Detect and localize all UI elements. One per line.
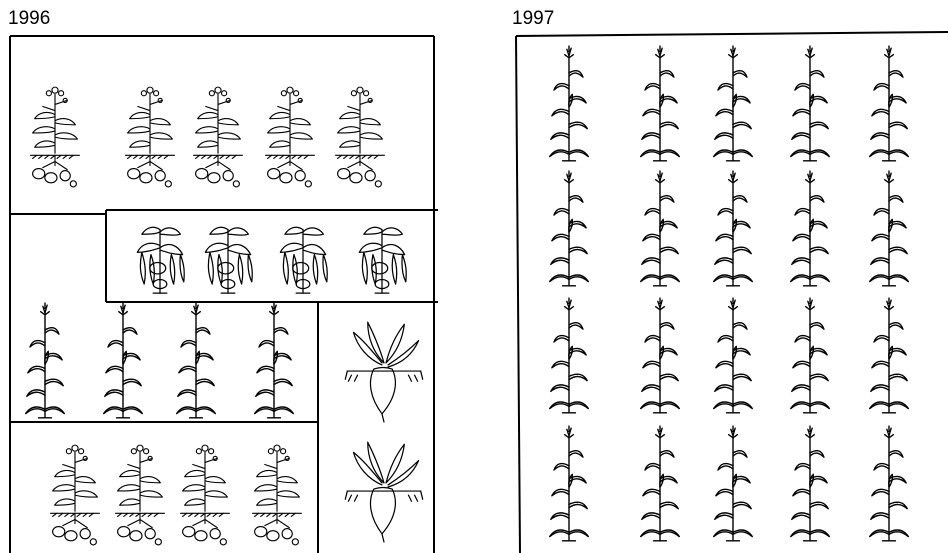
maize-plant-icon	[255, 303, 294, 418]
maize-plant-icon	[641, 46, 680, 161]
maize-plant-icon	[177, 303, 216, 418]
maize-plant-icon	[870, 426, 909, 541]
maize-plant-icon	[714, 298, 753, 413]
potato-plant-icon	[31, 87, 80, 187]
potato-plant-icon	[126, 87, 175, 187]
bean-plant-icon	[137, 227, 184, 293]
maize-plant-icon	[26, 303, 65, 418]
potato-plant-icon	[266, 87, 315, 187]
maize-plant-icon	[550, 426, 589, 541]
bean-plant-icon	[359, 227, 406, 293]
maize-plant-icon	[714, 426, 753, 541]
maize-plant-icon	[714, 171, 753, 286]
potato-plant-icon	[51, 445, 100, 545]
maize-plant-icon	[791, 171, 830, 286]
beet-plant-icon	[345, 322, 422, 422]
maize-plant-icon	[550, 298, 589, 413]
maize-plant-icon	[791, 298, 830, 413]
maize-plant-icon	[641, 426, 680, 541]
potato-plant-icon	[253, 445, 302, 545]
potato-plant-icon	[336, 87, 385, 187]
maize-plant-icon	[870, 46, 909, 161]
bean-plant-icon	[205, 227, 252, 293]
maize-plant-icon	[550, 171, 589, 286]
maize-plant-icon	[641, 298, 680, 413]
maize-plant-icon	[104, 303, 143, 418]
maize-plant-icon	[714, 46, 753, 161]
maize-plant-icon	[870, 298, 909, 413]
maize-plant-icon	[641, 171, 680, 286]
bean-plant-icon	[280, 227, 327, 293]
beet-plant-icon	[345, 442, 422, 542]
potato-plant-icon	[194, 87, 243, 187]
potato-plant-icon	[181, 445, 230, 545]
maize-plant-icon	[791, 426, 830, 541]
maize-plant-icon	[870, 171, 909, 286]
maize-plant-icon	[550, 46, 589, 161]
potato-plant-icon	[116, 445, 165, 545]
maize-plant-icon	[791, 46, 830, 161]
plant-icons	[26, 46, 909, 545]
